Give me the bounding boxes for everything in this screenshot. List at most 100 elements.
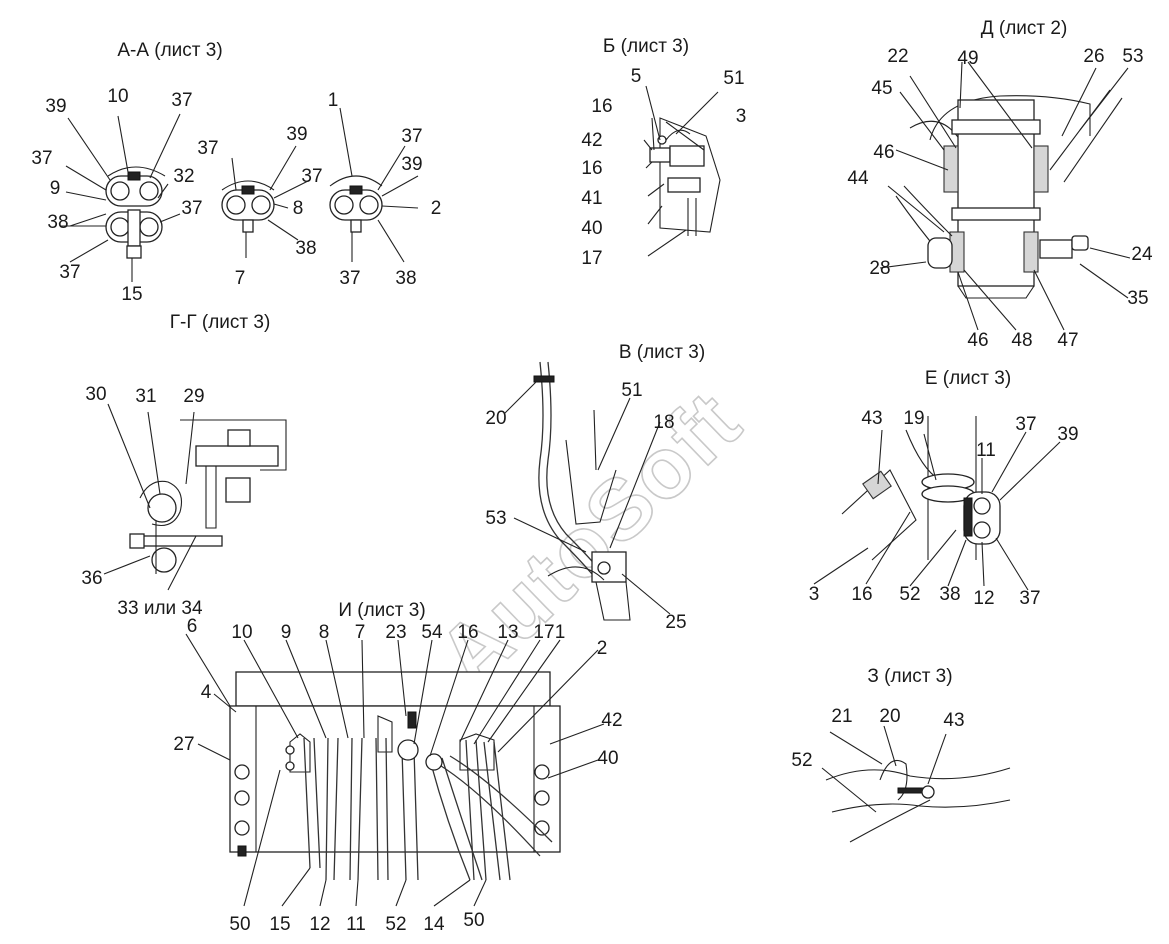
gg-callout-2: 31	[135, 386, 156, 407]
i-callout-15: 27	[173, 734, 194, 755]
watermark: AutoSoft	[420, 373, 759, 705]
i-callout-23: 50	[463, 910, 484, 931]
aa-callout-4: 1	[328, 90, 339, 111]
z-callout-3: 43	[943, 710, 964, 731]
z-callout-1: 21	[831, 706, 852, 727]
d-callout-1: 22	[887, 46, 908, 67]
view-gg: Г-Г (лист 3) 30 31 29 36 33 или 34	[81, 312, 287, 619]
e-callout-4: 11	[976, 440, 996, 461]
b-callout-9: 17	[581, 248, 602, 269]
i-callout-4: 8	[319, 622, 330, 643]
i-callout-3: 9	[281, 622, 292, 643]
b-callout-1: 5	[631, 66, 642, 87]
view-v-geometry	[503, 361, 671, 621]
view-d: Д (лист 2) 22 49 26 53 45 46 44 24 28	[847, 18, 1153, 351]
b-callout-3: 16	[591, 96, 612, 117]
e-callout-6: 3	[809, 584, 820, 605]
v-callout-3: 18	[653, 412, 674, 433]
i-callout-13: 4	[201, 682, 212, 703]
aa-callout-12: 8	[293, 198, 304, 219]
aa-callout-11: 37	[197, 138, 218, 159]
d-callout-2: 49	[957, 48, 978, 69]
i-callout-19: 12	[309, 914, 330, 935]
view-gg-geometry	[103, 403, 287, 591]
b-callout-4: 3	[736, 106, 747, 127]
e-callout-7: 16	[851, 584, 872, 605]
view-v-title: В (лист 3)	[619, 342, 705, 363]
aa-callout-18: 38	[295, 238, 316, 259]
d-callout-8: 24	[1131, 244, 1153, 265]
view-z-title: З (лист 3)	[867, 666, 952, 687]
gg-callout-5: 33 или 34	[117, 598, 203, 619]
v-callout-5: 25	[665, 612, 686, 633]
view-gg-title: Г-Г (лист 3)	[170, 312, 271, 333]
z-callout-4: 52	[791, 750, 812, 771]
aa-callout-9: 37	[181, 198, 202, 219]
d-callout-6: 46	[873, 142, 894, 163]
d-callout-9: 28	[869, 258, 890, 279]
view-aa-title: А-А (лист 3)	[117, 40, 222, 61]
e-callout-2: 19	[903, 408, 924, 429]
aa-callout-1: 39	[45, 96, 66, 117]
i-callout-6: 23	[385, 622, 406, 643]
e-callout-1: 43	[861, 408, 882, 429]
d-callout-11: 46	[967, 330, 988, 351]
aa-callout-3: 37	[171, 90, 192, 111]
i-callout-20: 11	[346, 914, 366, 935]
aa-callout-20: 7	[235, 268, 246, 289]
gg-callout-4: 36	[81, 568, 102, 589]
aa-callout-21: 37	[339, 268, 360, 289]
view-b-geometry	[643, 85, 721, 257]
i-callout-5: 7	[355, 622, 366, 643]
i-callout-9: 13	[497, 622, 518, 643]
view-aa: А-А (лист 3) 39 10	[31, 40, 441, 305]
aa-callout-15: 2	[431, 198, 442, 219]
i-callout-1: 6	[187, 616, 198, 637]
i-callout-21: 52	[385, 914, 406, 935]
view-b: Б (лист 3) 5 51 16 3 42 16 41 40 17	[581, 36, 746, 269]
view-e-title: Е (лист 3)	[925, 368, 1011, 389]
i-callout-2: 10	[231, 622, 252, 643]
z-callout-2: 20	[879, 706, 900, 727]
e-callout-9: 38	[939, 584, 960, 605]
view-b-title: Б (лист 3)	[603, 36, 689, 57]
gg-callout-3: 29	[183, 386, 204, 407]
e-callout-5: 39	[1057, 424, 1078, 445]
view-e: Е (лист 3) 43 19 37 11 39 3 16 52 38 12 …	[809, 368, 1079, 609]
b-callout-6: 16	[581, 158, 602, 179]
b-callout-8: 40	[581, 218, 602, 239]
i-callout-18: 15	[269, 914, 290, 935]
v-callout-1: 51	[621, 380, 642, 401]
b-callout-5: 42	[581, 130, 602, 151]
d-callout-10: 35	[1127, 288, 1148, 309]
aa-callout-19: 15	[121, 284, 142, 305]
d-callout-12: 48	[1011, 330, 1032, 351]
view-d-geometry	[879, 61, 1131, 331]
d-callout-5: 45	[871, 78, 892, 99]
aa-callout-13: 39	[401, 154, 422, 175]
b-callout-2: 51	[723, 68, 744, 89]
i-callout-17: 50	[229, 914, 250, 935]
view-aa-geometry	[60, 107, 419, 282]
d-callout-13: 47	[1057, 330, 1078, 351]
aa-callout-17: 37	[59, 262, 80, 283]
d-callout-3: 26	[1083, 46, 1104, 67]
i-callout-11: 1	[555, 622, 566, 643]
e-callout-3: 37	[1015, 414, 1036, 435]
aa-callout-14: 37	[301, 166, 322, 187]
aa-callout-10: 37	[31, 148, 52, 169]
view-d-title: Д (лист 2)	[981, 18, 1068, 39]
view-z-geometry	[821, 725, 1011, 843]
gg-callout-1: 30	[85, 384, 106, 405]
aa-callout-8: 32	[173, 166, 194, 187]
aa-callout-7: 9	[50, 178, 61, 199]
i-callout-10: 17	[533, 622, 554, 643]
i-callout-8: 16	[457, 622, 478, 643]
i-callout-22: 14	[423, 914, 445, 935]
aa-callout-2: 10	[107, 86, 128, 107]
i-callout-14: 42	[601, 710, 622, 731]
view-i-geometry	[185, 633, 605, 907]
i-callout-12: 2	[597, 638, 608, 659]
aa-callout-22: 38	[395, 268, 416, 289]
